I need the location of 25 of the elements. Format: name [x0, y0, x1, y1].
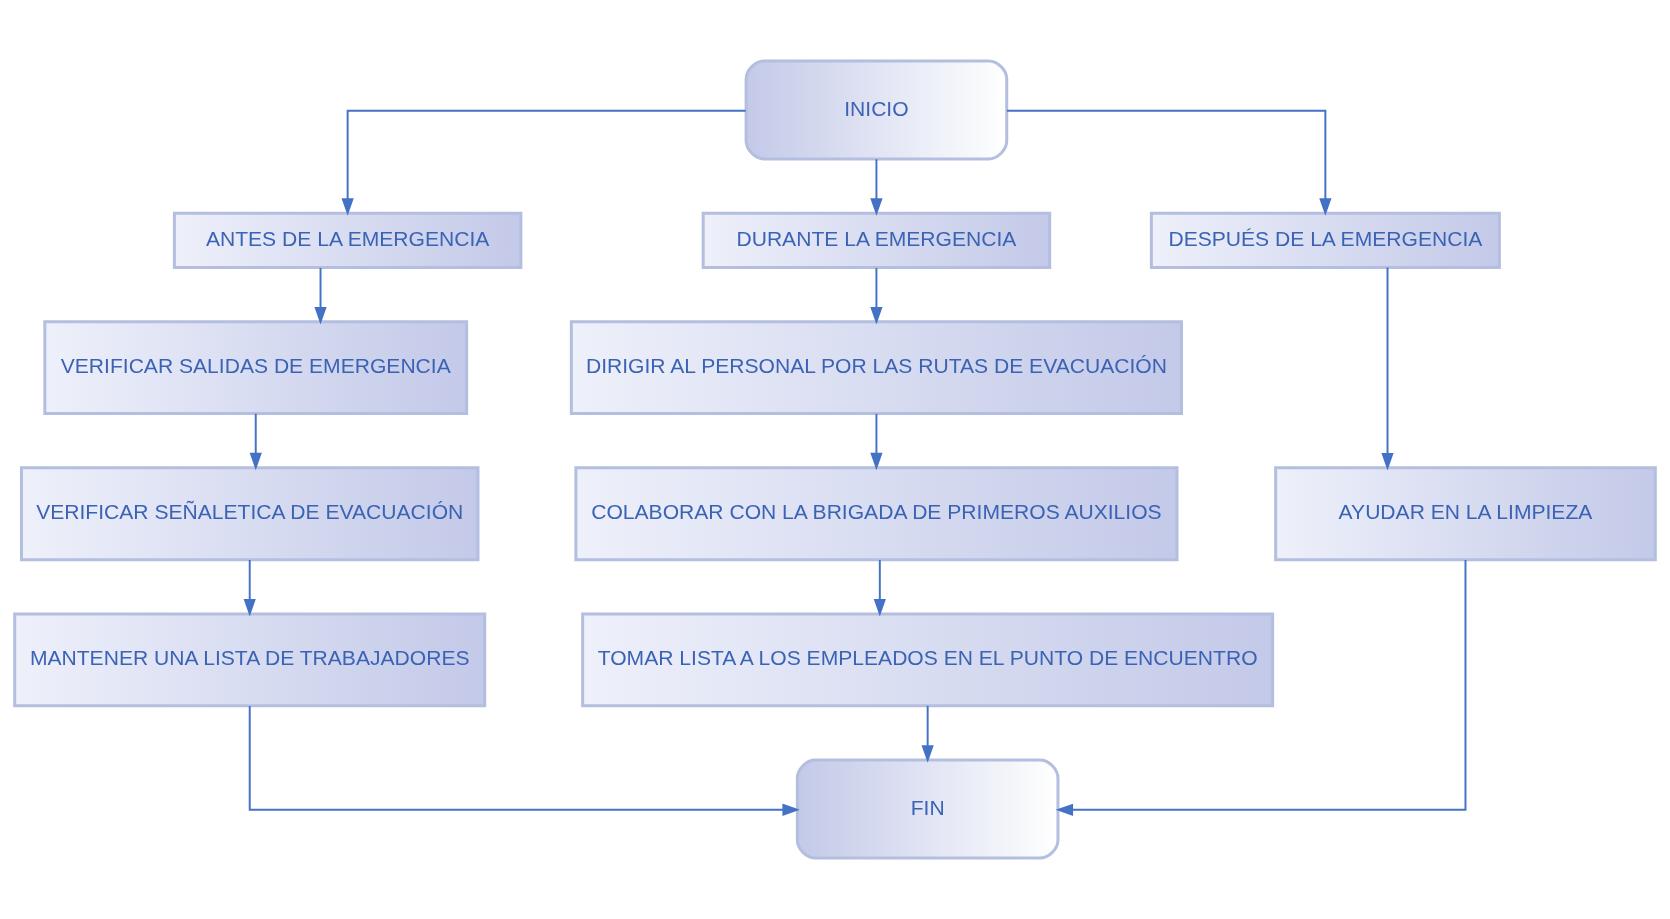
node-box: INICIO: [744, 59, 1009, 161]
node-box: FIN: [795, 758, 1060, 860]
arrow: [243, 559, 256, 617]
node-box: VERIFICAR SEÑALETICA DE EVACUACIÓN: [19, 466, 480, 562]
arrow: [341, 109, 747, 216]
node-box: MANTENER UNA LISTA DE TRABAJADORES: [13, 612, 487, 708]
arrow: [1005, 109, 1332, 216]
node-box: AYUDAR EN LA LIMPIEZA: [1274, 466, 1657, 562]
arrow: [870, 158, 883, 216]
node-box: COLABORAR CON LA BRIGADA DE PRIMEROS AUXILIOS: [574, 466, 1179, 562]
node-box: DESPUÉS DE LA EMERGENCIA: [1149, 211, 1501, 269]
arrow: [873, 559, 886, 617]
arrow: [870, 266, 883, 325]
arrow: [1055, 559, 1467, 816]
node-box: TOMAR LISTA A LOS EMPLEADOS EN EL PUNTO DE ENCUENTRO: [581, 612, 1275, 708]
node-box: DIRIGIR AL PERSONAL POR LAS RUTAS DE EVACUACIÓN: [569, 320, 1183, 416]
arrow: [921, 704, 934, 763]
arrow: [1381, 266, 1394, 471]
arrow: [314, 266, 327, 325]
node-box: VERIFICAR SALIDAS DE EMERGENCIA: [43, 320, 469, 416]
node-box: ANTES DE LA EMERGENCIA: [172, 211, 523, 269]
arrow: [248, 705, 800, 816]
arrow: [870, 412, 883, 471]
arrow: [249, 412, 262, 471]
node-box: DURANTE LA EMERGENCIA: [701, 211, 1052, 269]
